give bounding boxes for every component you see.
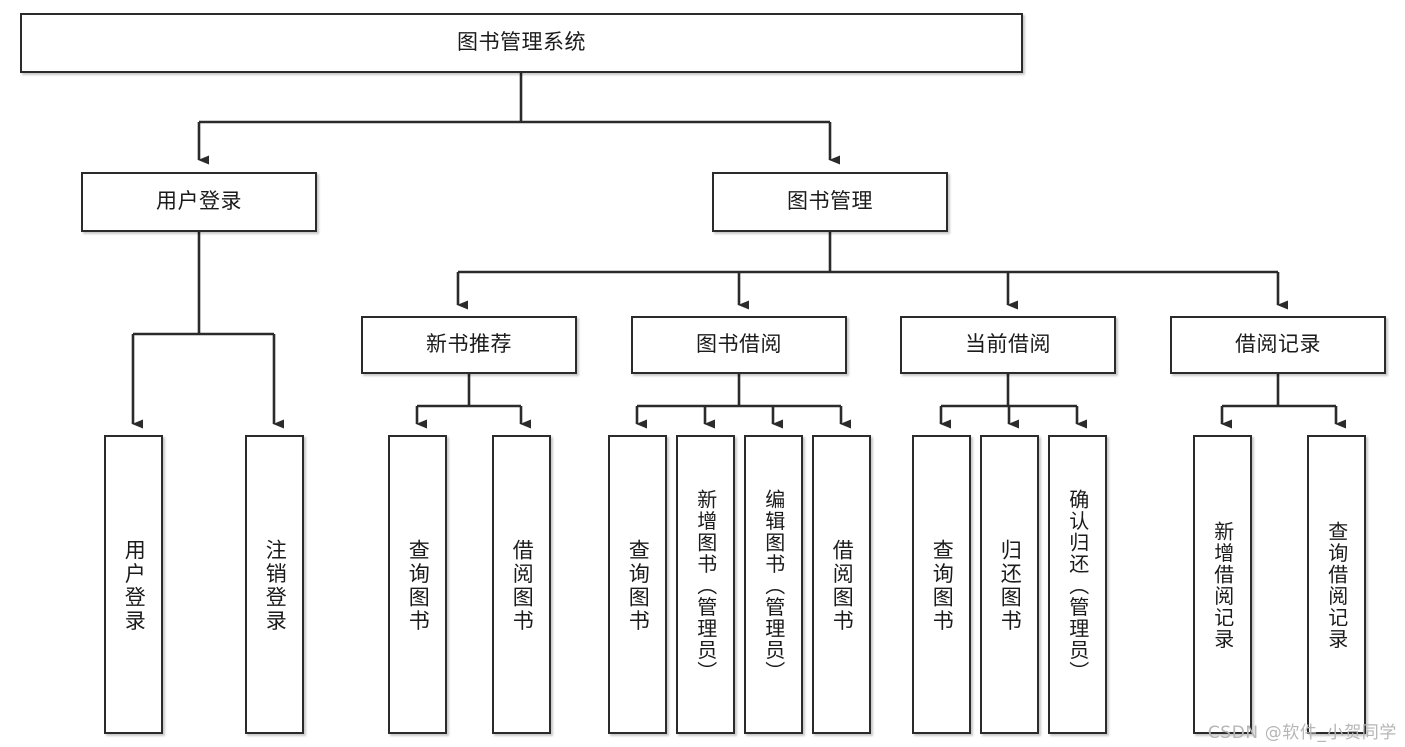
leaf-return-book[interactable]: 归还图书 xyxy=(980,435,1039,734)
node-label: 归还图书 xyxy=(998,538,1023,633)
leaf-confirm-return-admin[interactable]: 确认归还（管理员） xyxy=(1048,435,1107,734)
leaf-add-borrow-record[interactable]: 新增借阅记录 xyxy=(1193,435,1252,734)
node-user-login[interactable]: 用户登录 xyxy=(81,172,317,232)
node-label: 查询图书 xyxy=(406,538,431,633)
node-root-book-management-system[interactable]: 图书管理系统 xyxy=(20,13,1023,73)
node-book-borrowing[interactable]: 图书借阅 xyxy=(631,316,847,374)
csdn-watermark: CSDN @软件_小贺同学 xyxy=(1207,723,1397,743)
leaf-borrow-book[interactable]: 借阅图书 xyxy=(812,435,871,734)
node-book-management[interactable]: 图书管理 xyxy=(712,172,948,232)
node-label: 确认归还（管理员） xyxy=(1065,488,1090,683)
leaf-query-borrow-record[interactable]: 查询借阅记录 xyxy=(1307,435,1366,734)
node-label: 编辑图书（管理员） xyxy=(761,488,786,683)
node-label: 注销登录 xyxy=(263,538,288,633)
leaf-query-book-borrow[interactable]: 查询图书 xyxy=(608,435,667,734)
node-label: 查询借阅记录 xyxy=(1324,521,1349,650)
node-label: 借阅图书 xyxy=(510,538,535,633)
node-label: 当前借阅 xyxy=(965,332,1051,357)
leaf-user-login[interactable]: 用户登录 xyxy=(104,435,163,734)
node-new-book-recommendation[interactable]: 新书推荐 xyxy=(361,316,577,374)
node-label: 图书管理 xyxy=(787,189,873,214)
leaf-query-book-current[interactable]: 查询图书 xyxy=(912,435,971,734)
node-label: 借阅图书 xyxy=(830,538,855,633)
leaf-add-book-admin[interactable]: 新增图书（管理员） xyxy=(676,435,735,734)
node-label: 查询图书 xyxy=(626,538,651,633)
node-label: 图书管理系统 xyxy=(457,30,586,55)
node-label: 用户登录 xyxy=(156,189,242,214)
node-label: 用户登录 xyxy=(122,538,147,633)
node-label: 新增图书（管理员） xyxy=(693,488,718,683)
leaf-edit-book-admin[interactable]: 编辑图书（管理员） xyxy=(744,435,803,734)
node-label: 图书借阅 xyxy=(696,332,782,357)
node-label: 借阅记录 xyxy=(1235,332,1321,357)
leaf-query-book-newbook[interactable]: 查询图书 xyxy=(388,435,447,734)
node-label: 新书推荐 xyxy=(426,332,512,357)
leaf-borrow-book-newbook[interactable]: 借阅图书 xyxy=(492,435,551,734)
node-label: 查询图书 xyxy=(930,538,955,633)
leaf-logout[interactable]: 注销登录 xyxy=(245,435,304,734)
node-current-borrowing[interactable]: 当前借阅 xyxy=(900,316,1116,374)
node-label: 新增借阅记录 xyxy=(1210,521,1235,650)
node-borrowing-record[interactable]: 借阅记录 xyxy=(1170,316,1386,374)
